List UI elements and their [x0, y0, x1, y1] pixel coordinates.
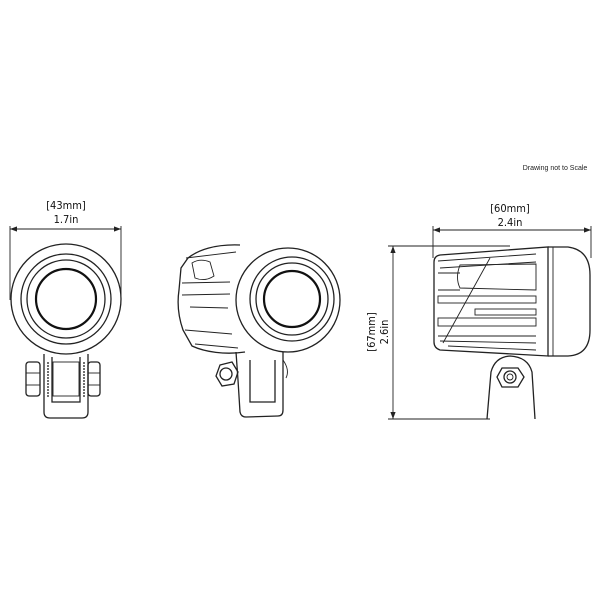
width-in-label: 1.7in [54, 213, 79, 226]
heatsink-detail [191, 259, 215, 281]
side-mount [486, 355, 536, 420]
height-mm-label: [67mm] [365, 312, 378, 352]
angled-view [177, 244, 341, 418]
bezel-inner-ring [26, 259, 106, 339]
side-front-cap [548, 246, 591, 357]
bolt-nut-right [87, 361, 101, 397]
scale-note: Drawing not to Scale [523, 165, 588, 172]
angled-mount-bracket [235, 351, 288, 418]
heatsink-body [177, 244, 246, 354]
angled-bezel-inner [255, 262, 329, 336]
height-in-label: 2.6in [378, 320, 391, 345]
bolt-nut-left [25, 361, 41, 397]
angled-lens [262, 269, 322, 329]
heatsink-fins [181, 251, 239, 349]
side-view: [60mm] 2.4in [67mm] 2.6in [365, 202, 592, 420]
housing-outer [10, 243, 122, 355]
depth-in-label: 2.4in [498, 216, 523, 229]
side-fins [437, 253, 537, 351]
bezel-ring [20, 253, 112, 345]
angled-bezel [249, 256, 335, 342]
angled-housing [235, 247, 341, 353]
mount-bracket [43, 354, 89, 419]
lens [34, 267, 98, 331]
side-heatsink-body [433, 246, 549, 357]
angled-bolt-nut [215, 361, 239, 387]
depth-mm-label: [60mm] [490, 202, 530, 215]
front-view: [43mm] 1.7in [9, 199, 122, 419]
width-mm-label: [43mm] [46, 199, 86, 212]
